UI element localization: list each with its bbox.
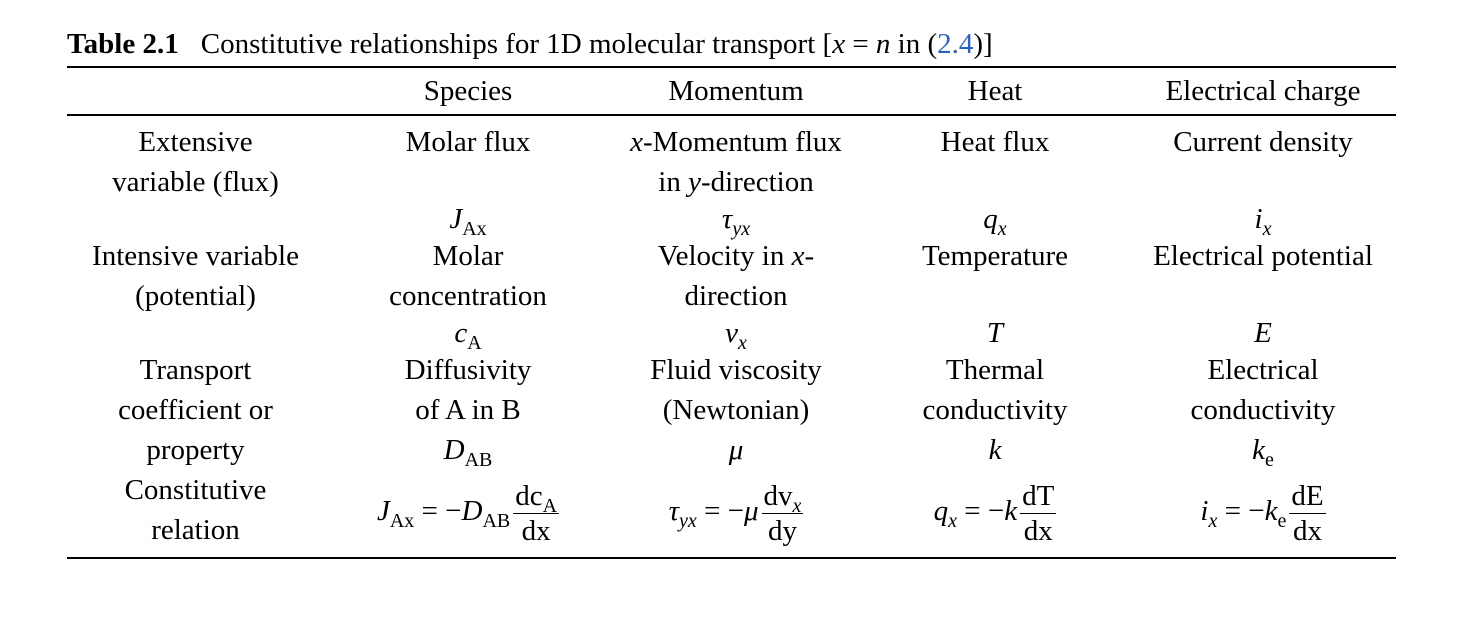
symbol-viscosity: μ [728,434,744,466]
header-blank [67,67,324,115]
symbol-diffusivity: DAB [443,434,493,471]
symbol-electrical-conductivity: ke [1252,434,1274,471]
row-label-intensive: Intensive variable (potential) [92,240,299,312]
symbol-momentum-flux: τyx [721,203,751,240]
row-label-transport: Transport coefficient or property [118,354,273,466]
cell-heat-potential: Temperature [921,240,1069,272]
constitutive-relationships-table: Species Momentum Heat Electrical charge … [67,66,1396,559]
table-row-intensive-symbols: cA vx T E [67,316,1396,354]
table-caption: Table 2.1 Constitutive relationships for … [67,22,1396,66]
row-label-extensive: Extensive variable (flux) [112,126,279,198]
cell-thermal-conductivity: Thermal conductivity k [860,350,1130,470]
cell-species-flux: Molar flux [405,126,531,158]
header-momentum: Momentum [668,74,804,107]
table-row-intensive: Intensive variable (potential) Molar con… [67,236,1396,316]
caption-title: Constitutive relationships for 1D molecu… [200,28,993,60]
header-species: Species [423,74,513,107]
table-row-extensive: Extensive variable (flux) Molar flux x-M… [67,115,1396,202]
header-heat: Heat [967,74,1023,107]
cell-momentum-flux: x-Momentum flux in y-direction [630,126,842,198]
table-row-transport: Transport coefficient or property Diffus… [67,350,1396,470]
row-label-constitutive: Constitutive relation [124,474,267,546]
cell-heat-flux: Heat flux [940,126,1050,158]
cell-electrical-conductivity: Electrical conductivity ke [1130,350,1396,470]
equation-reference-link[interactable]: 2.4 [937,28,974,60]
symbol-concentration: cA [454,317,482,354]
table-number: Table 2.1 [67,28,179,60]
symbol-potential: E [1254,317,1272,349]
symbol-species-flux: JAx [449,203,487,240]
header-row: Species Momentum Heat Electrical charge [67,67,1396,115]
cell-momentum-potential: Velocity in x- direction [657,240,815,312]
cell-viscosity: Fluid viscosity (Newtonian) μ [612,350,860,470]
cell-species-potential: Molar concentration [389,240,547,312]
table-container: Table 2.1 Constitutive relationships for … [67,22,1396,559]
symbol-temperature: T [986,317,1004,349]
cell-current-density: Current density [1173,126,1353,158]
table-row-extensive-symbols: JAx τyx qx ix [67,202,1396,240]
symbol-velocity: vx [725,317,747,354]
symbol-current-density: ix [1254,203,1272,240]
header-electrical-charge: Electrical charge [1165,74,1361,107]
cell-electrical-potential: Electrical potential [1153,240,1373,272]
symbol-heat-flux: qx [983,203,1007,240]
symbol-thermal-conductivity: k [988,434,1002,466]
cell-diffusivity: Diffusivity of A in B DAB [324,350,612,470]
